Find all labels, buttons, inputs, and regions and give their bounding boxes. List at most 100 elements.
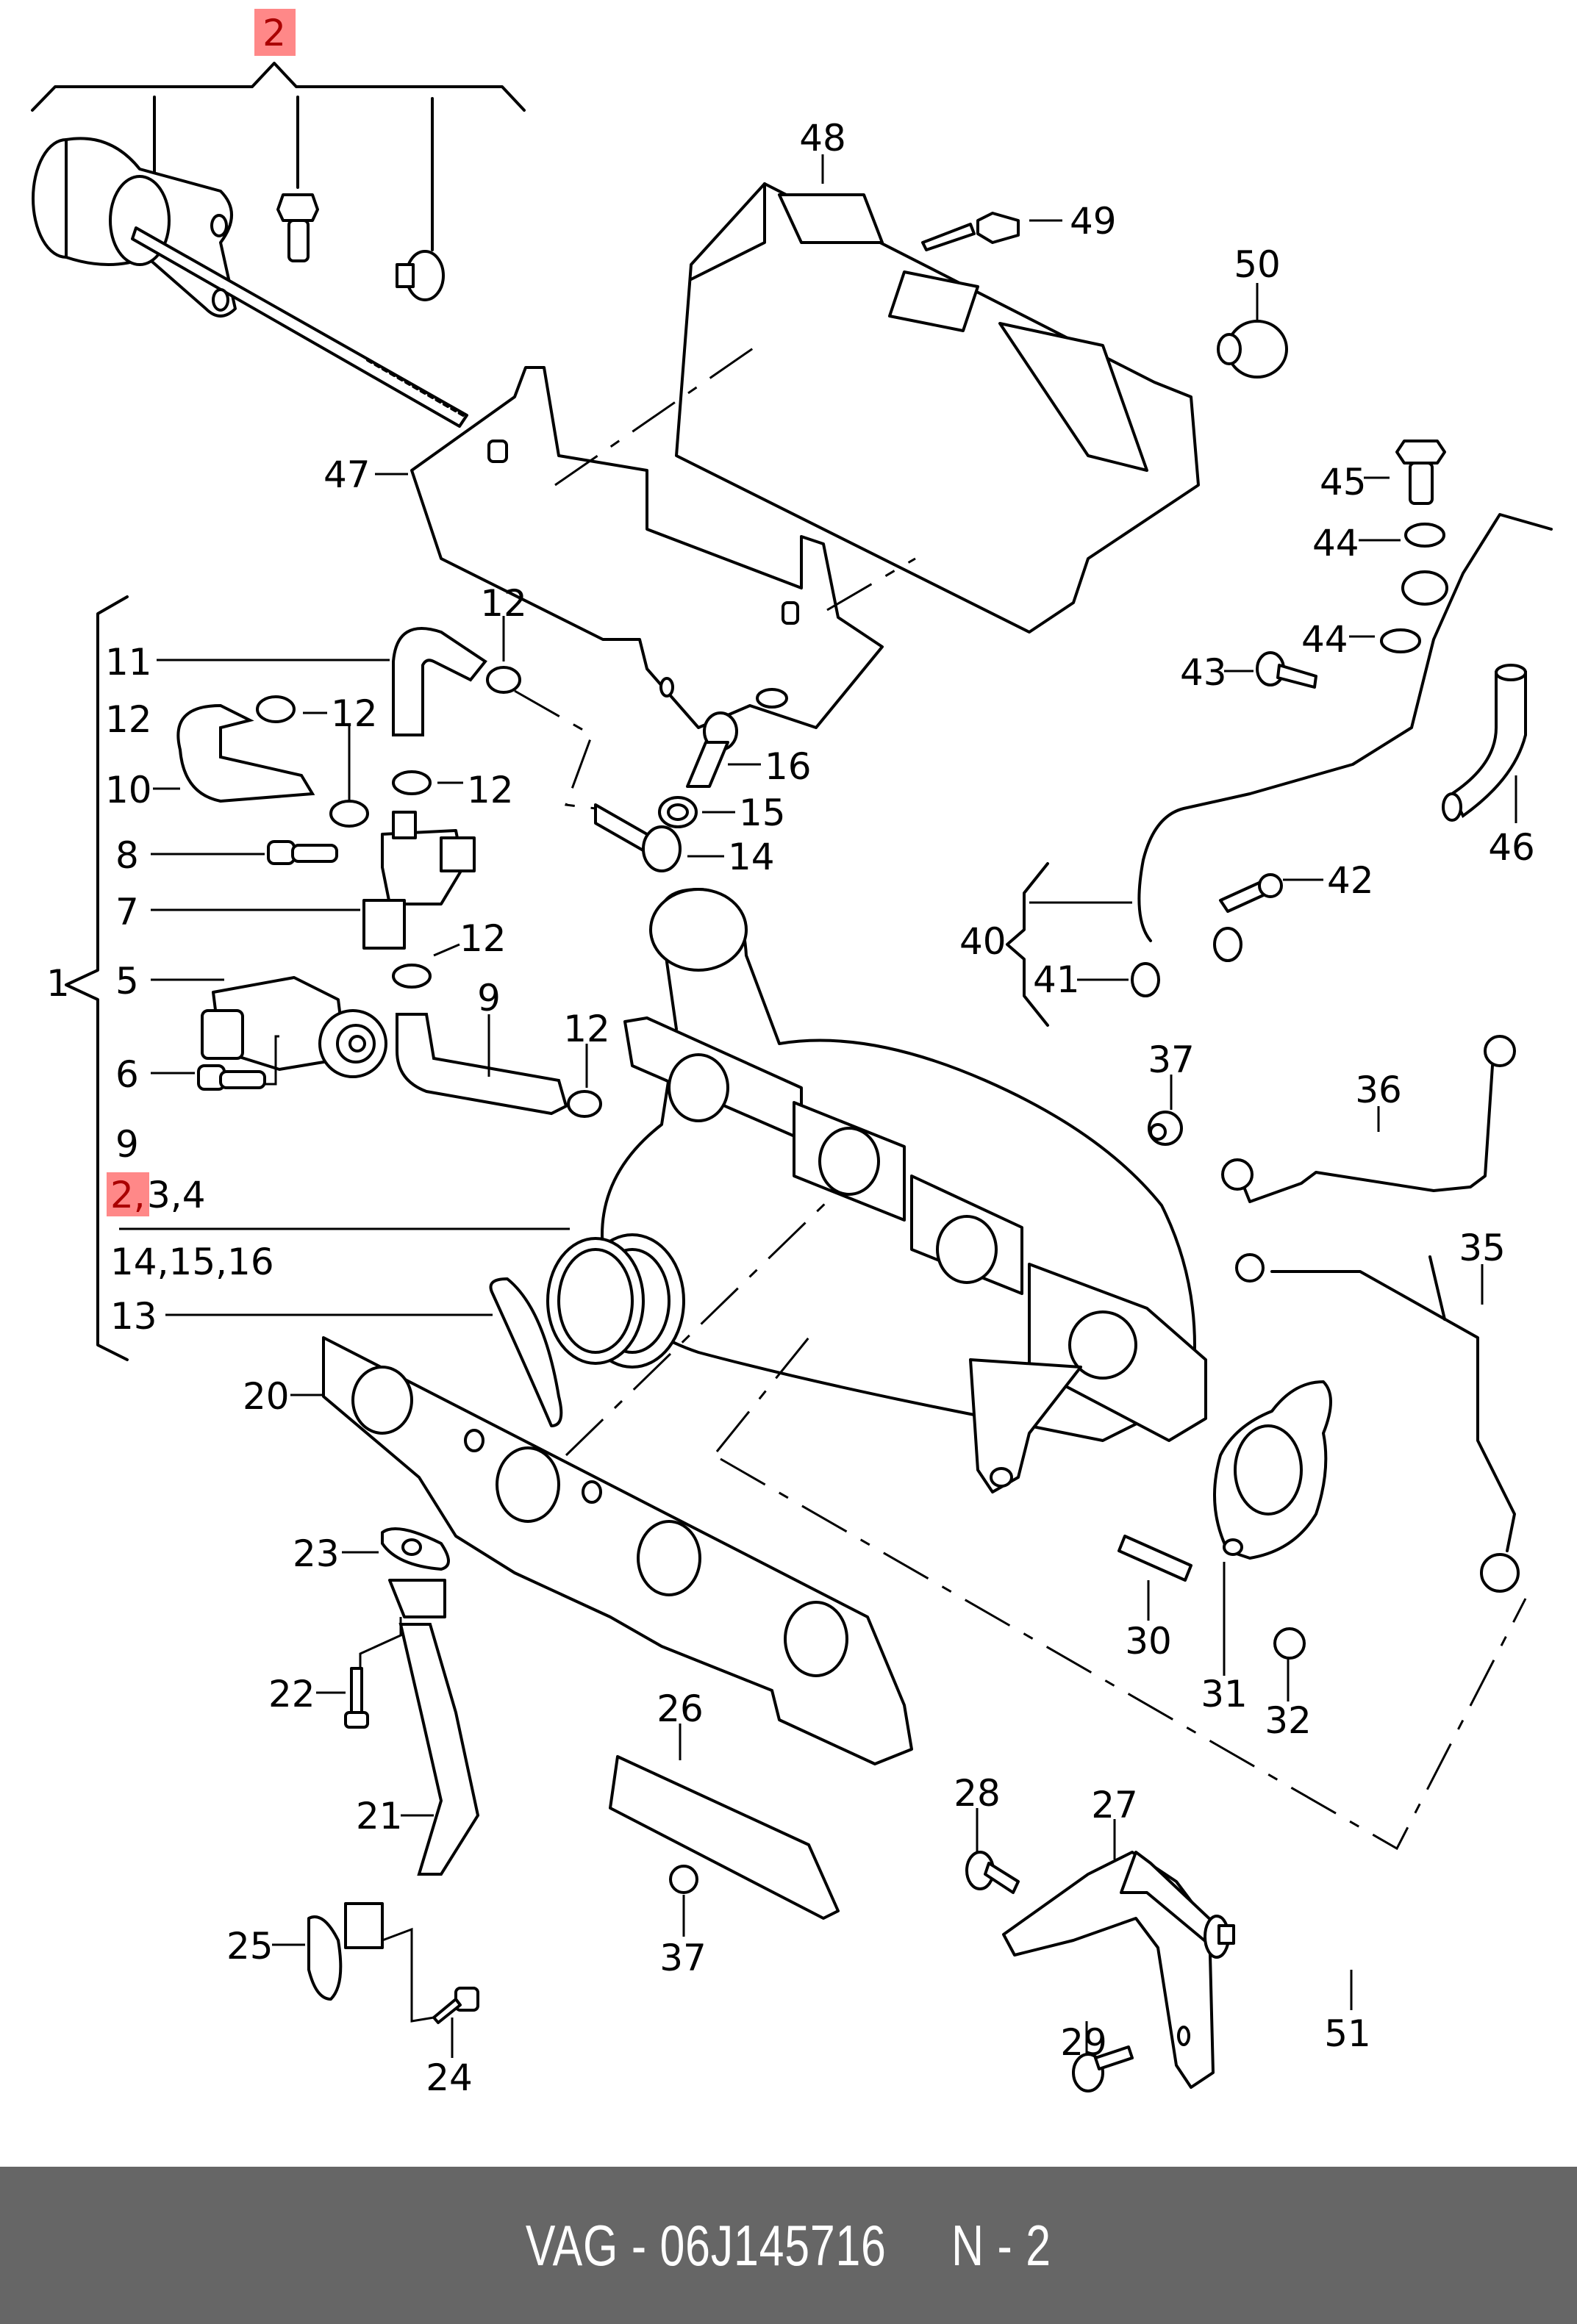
callout-47[interactable]: 47 — [323, 453, 371, 496]
heat-shield-26 — [609, 1755, 840, 1920]
callout-43[interactable]: 43 — [1180, 651, 1227, 694]
callout-13[interactable]: 13 — [110, 1295, 157, 1338]
bolt-28 — [965, 1851, 1020, 1894]
nut-32 — [1273, 1627, 1306, 1660]
callout-26[interactable]: 26 — [657, 1688, 704, 1730]
stud-30 — [1118, 1535, 1192, 1582]
callout-37b[interactable]: 37 — [659, 1937, 707, 1979]
callout-42[interactable]: 42 — [1327, 859, 1374, 902]
part-number-text: VAG - 06J145716 N - 2 — [525, 2212, 1051, 2278]
callout-49[interactable]: 49 — [1070, 200, 1117, 243]
wastegate-actuator — [32, 137, 468, 428]
hose-clamp-2 — [396, 250, 445, 301]
grommet-50 — [1217, 320, 1288, 379]
callout-30[interactable]: 30 — [1125, 1620, 1172, 1663]
callout-12b[interactable]: 12 — [105, 698, 152, 741]
seals-44 — [1380, 523, 1448, 653]
bracket-47 — [410, 366, 884, 729]
bolt-8 — [267, 840, 338, 865]
oil-line-36 — [1221, 1035, 1516, 1203]
leader-lines — [119, 154, 1517, 2058]
coolant-hose-46 — [1442, 664, 1527, 822]
hose-11 — [392, 627, 487, 736]
part-number-banner: VAG - 06J145716 N - 2 — [0, 2167, 1577, 2324]
callout-44a[interactable]: 44 — [1312, 522, 1359, 564]
bolt-2 — [276, 193, 319, 262]
callout-51[interactable]: 51 — [1324, 2012, 1371, 2055]
sealant-tube-51 — [1120, 1851, 1235, 1959]
oil-return-pipe-21 — [344, 1579, 480, 1949]
gasket-25 — [307, 1915, 343, 2001]
compressor-outlet-ring — [546, 1237, 645, 1365]
leader-dashed-main — [720, 1457, 1527, 1851]
callout-10[interactable]: 10 — [105, 769, 152, 811]
bolt-29 — [1072, 2045, 1134, 2092]
callout-1[interactable]: 1 — [46, 962, 70, 1005]
leader-dashed-shield — [826, 557, 916, 612]
callout-50[interactable]: 50 — [1234, 243, 1281, 286]
callout-40[interactable]: 40 — [959, 920, 1006, 963]
manifold-flange — [623, 1016, 1207, 1442]
callout-24[interactable]: 24 — [426, 2056, 473, 2099]
hose-clamps-12 — [256, 666, 602, 1118]
heat-shield — [675, 182, 1200, 634]
banjo-bolt-45 — [1395, 440, 1446, 505]
callout-23[interactable]: 23 — [293, 1532, 340, 1575]
support-bracket-27 — [1002, 1851, 1215, 2089]
banjo-fitting-14 — [594, 803, 682, 872]
callout-8[interactable]: 8 — [115, 834, 139, 877]
callout-31[interactable]: 31 — [1201, 1673, 1248, 1715]
callout-2-top[interactable]: 2 — [262, 12, 286, 54]
turbine-flange — [969, 1358, 1082, 1493]
callout-11[interactable]: 11 — [105, 641, 152, 684]
callout-234-rest[interactable]: 3,4 — [147, 1174, 206, 1216]
solenoid-valve-7 — [362, 811, 476, 950]
callout-44b[interactable]: 44 — [1301, 618, 1348, 661]
callout-12f[interactable]: 12 — [563, 1008, 610, 1050]
callout-16[interactable]: 16 — [765, 745, 812, 788]
hose-9 — [396, 1013, 568, 1116]
group-bracket-2 — [31, 62, 526, 251]
bolt-24 — [432, 1987, 479, 2024]
callout-20[interactable]: 20 — [243, 1375, 290, 1418]
callout-46[interactable]: 46 — [1488, 826, 1535, 869]
callout-41[interactable]: 41 — [1033, 958, 1080, 1001]
callout-45[interactable]: 45 — [1320, 461, 1367, 503]
callout-25[interactable]: 25 — [226, 1925, 273, 1968]
gasket-23 — [381, 1527, 450, 1571]
oil-line-35 — [1235, 1253, 1520, 1593]
callout-141516[interactable]: 14,15,16 — [110, 1241, 274, 1283]
callout-7[interactable]: 7 — [115, 891, 139, 933]
callout-12c[interactable]: 12 — [331, 692, 378, 735]
callout-27[interactable]: 27 — [1091, 1784, 1138, 1826]
group-bracket-40 — [1006, 862, 1132, 1027]
leader-dashed-turbo-bottom — [715, 1337, 810, 1452]
group-bracket-1 — [65, 595, 129, 1361]
hose-10 — [176, 703, 315, 803]
callout-6[interactable]: 6 — [115, 1053, 139, 1096]
nut-37-lower — [669, 1865, 698, 1894]
diverter-valve-5 — [201, 976, 387, 1078]
callout-21[interactable]: 21 — [356, 1795, 403, 1837]
callout-36[interactable]: 36 — [1355, 1069, 1402, 1111]
callout-35[interactable]: 35 — [1459, 1227, 1506, 1269]
callout-48[interactable]: 48 — [799, 117, 846, 159]
callout-9a[interactable]: 9 — [477, 977, 501, 1019]
callout-37a[interactable]: 37 — [1148, 1039, 1195, 1081]
callout-28[interactable]: 28 — [954, 1772, 1001, 1815]
callout-14[interactable]: 14 — [728, 836, 775, 878]
callout-15[interactable]: 15 — [739, 792, 786, 834]
callout-12d[interactable]: 12 — [467, 769, 514, 811]
callout-32[interactable]: 32 — [1265, 1699, 1312, 1742]
callout-9b[interactable]: 9 — [115, 1123, 139, 1166]
bolt-42 — [1219, 873, 1283, 913]
bolt-43 — [1256, 651, 1317, 689]
callout-29[interactable]: 29 — [1060, 2021, 1107, 2064]
callout-12e[interactable]: 12 — [459, 917, 507, 960]
leader-dashed-12-14 — [514, 689, 596, 810]
callout-5[interactable]: 5 — [115, 960, 139, 1003]
callout-12a[interactable]: 12 — [480, 582, 527, 625]
seal-15 — [658, 796, 698, 828]
callout-234-2[interactable]: 2, — [110, 1174, 146, 1216]
callout-22[interactable]: 22 — [268, 1673, 315, 1715]
